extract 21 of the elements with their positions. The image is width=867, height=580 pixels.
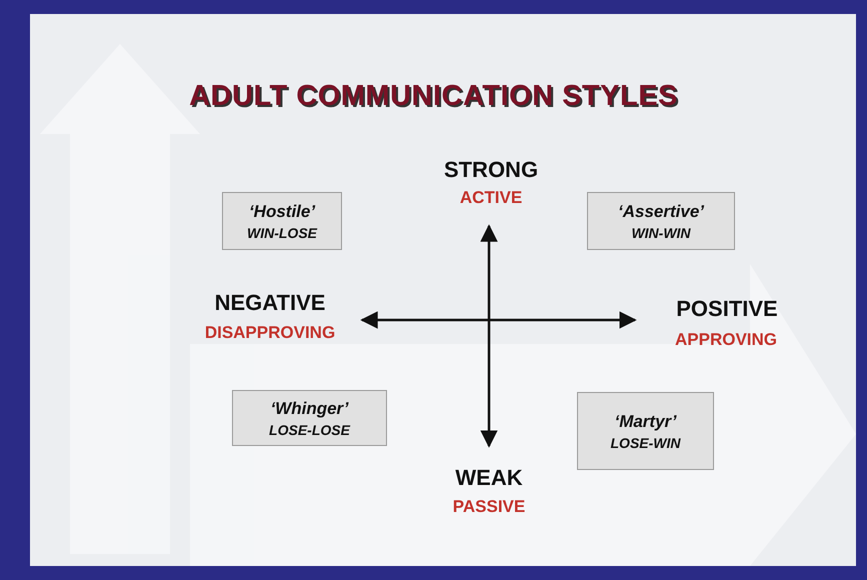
axis-sublabel: PASSIVE xyxy=(452,497,526,517)
outcome-text: WIN-LOSE xyxy=(247,224,317,240)
style-box xyxy=(587,192,735,250)
style-box xyxy=(222,192,342,250)
axis-sublabel: APPROVING xyxy=(674,330,778,350)
style-name: ‘Whinger’ xyxy=(270,398,349,418)
style-box xyxy=(577,392,714,470)
axis-label: STRONG xyxy=(444,157,538,183)
style-name: ‘Martyr’ xyxy=(614,412,677,432)
axis-label: WEAK xyxy=(455,465,523,491)
axis-sublabel: ACTIVE xyxy=(460,188,522,208)
axis-label: NEGATIVE xyxy=(214,290,326,316)
axis-sublabel: DISAPPROVING xyxy=(204,323,336,343)
outcome-text: WIN-WIN xyxy=(631,224,691,240)
outcome-text: LOSE-WIN xyxy=(610,434,680,450)
outcome-text: LOSE-LOSE xyxy=(269,422,350,438)
style-box xyxy=(232,390,387,446)
style-name: ‘Assertive’ xyxy=(618,202,704,222)
style-name: ‘Hostile’ xyxy=(248,202,316,222)
diagram-title: ADULT COMMUNICATION STYLES xyxy=(189,80,678,113)
axis-label: POSITIVE xyxy=(676,296,778,322)
